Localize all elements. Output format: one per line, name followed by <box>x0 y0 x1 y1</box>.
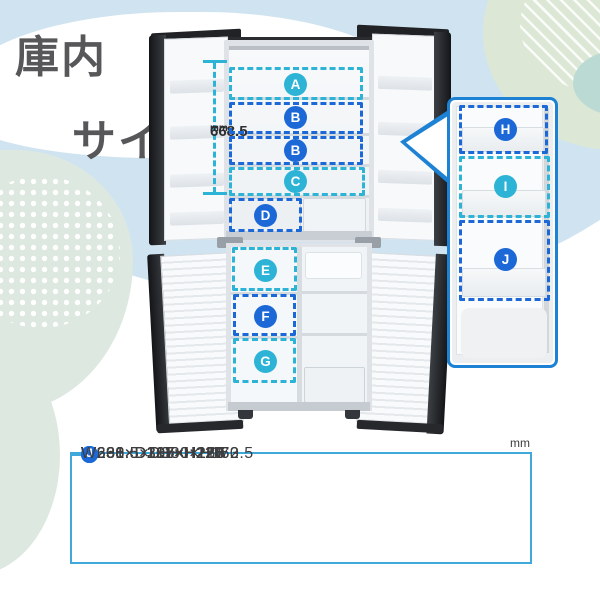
zone-box-j <box>459 220 550 301</box>
freezer-shelf <box>231 292 297 295</box>
dim-value-i: W261×D107×H220 <box>81 445 225 462</box>
fridge-hinge-left <box>217 237 243 248</box>
dim-value-b: W666.5×D330×H163 <box>81 445 240 462</box>
door-pocket-j <box>462 268 546 297</box>
fridge-shelf <box>229 195 369 198</box>
dim-row-i: I W261×D107×H220 <box>72 445 224 463</box>
freezer-base <box>228 402 370 411</box>
height-measure-cap-top <box>203 60 227 63</box>
zone-badge-h: H <box>494 118 517 141</box>
zone-box-e <box>232 247 297 291</box>
zone-badge-b1: B <box>284 106 307 129</box>
height-unit: mm <box>210 123 228 134</box>
zone-box-i <box>459 156 550 218</box>
dim-value-c: W666.5×D380×H172.5 <box>81 445 254 462</box>
zone-badge-e: E <box>254 259 277 282</box>
zone-badge-g: G <box>254 350 277 373</box>
zone-badge-a: A <box>284 73 307 96</box>
dim-value-g: W238×D211×H221 <box>81 445 224 462</box>
zone-badge-j: J <box>494 248 517 271</box>
zone-box-a <box>229 67 363 100</box>
fridge-hinge-right <box>355 237 381 248</box>
dim-value-h: W261×D107×H150 <box>81 445 225 462</box>
zone-box-c <box>229 167 365 196</box>
freezer-shelf <box>231 336 297 339</box>
size-unit-note: mm <box>510 436 530 450</box>
zone-badge-i: I <box>494 175 517 198</box>
fridge-shelf <box>229 133 369 136</box>
door-pocket <box>378 75 432 91</box>
zone-box-d <box>229 198 302 232</box>
door-pocket <box>378 169 432 185</box>
dimension-table: A W666.5×D330×H160 B W666.5×D330×H163 C … <box>70 445 532 564</box>
fridge-interior-lamp <box>229 46 369 53</box>
freezer-shelf <box>302 291 367 294</box>
height-value: 668.5 <box>210 123 248 140</box>
zone-box-h <box>459 105 548 154</box>
zone-box-b2 <box>229 136 363 165</box>
door-panel-edge <box>544 108 549 353</box>
zone-box-b1 <box>229 102 363 134</box>
dim-value-d: W290×D336×H167 <box>81 445 225 462</box>
zone-badge-c: C <box>284 170 307 193</box>
height-measure-cap-bottom <box>203 192 227 195</box>
dim-value-a: W666.5×D330×H160 <box>81 445 240 462</box>
fridge-foot-right <box>345 410 360 419</box>
zone-badge-d: D <box>254 204 277 227</box>
dim-value-e: W238×D315×H224 <box>81 445 225 462</box>
dim-value-f: W238×D315×H214 <box>81 445 225 462</box>
freezer-bottom-drawer <box>304 367 365 403</box>
fridge-upper-base <box>226 231 372 240</box>
freezer-shelf <box>302 333 367 336</box>
freezer-ice-bin <box>305 252 362 279</box>
dim-badge-j: J <box>81 445 98 463</box>
door-pocket <box>170 210 224 226</box>
zone-box-f <box>233 294 296 336</box>
dim-value-j: W261×D107×H255 <box>81 445 225 462</box>
freezer-center-divider <box>297 247 302 405</box>
height-measure-line <box>213 63 216 193</box>
zone-badge-b2: B <box>284 139 307 162</box>
zone-box-g <box>233 338 296 383</box>
fridge-foot-left <box>238 410 253 419</box>
fridge-crisper-drawer-right <box>303 198 366 232</box>
zone-badge-f: F <box>254 305 277 328</box>
door-molded-tray <box>461 308 547 358</box>
page-title-line1: 庫内 <box>15 33 107 82</box>
fridge-shelf <box>229 164 369 167</box>
door-pocket <box>378 207 432 223</box>
